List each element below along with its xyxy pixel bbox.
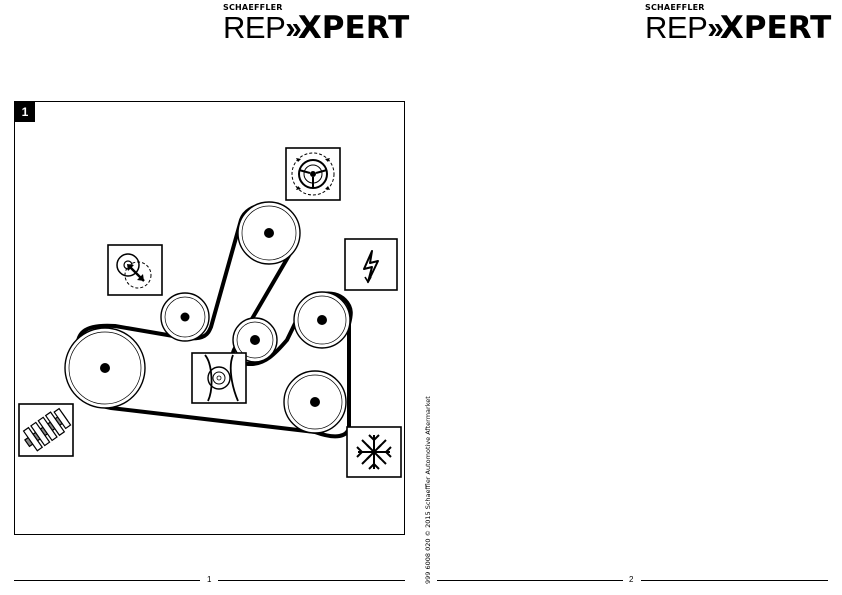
schaeffler-repxpert-logo-left: SCHAEFFLER REP››XPERT bbox=[223, 3, 409, 47]
steering-wheel-icon bbox=[285, 147, 341, 201]
footer-page-1: 1 bbox=[14, 575, 405, 585]
schaeffler-repxpert-logo-right: SCHAEFFLER REP››XPERT bbox=[645, 3, 831, 47]
logo-brand: SCHAEFFLER bbox=[223, 3, 283, 12]
lightning-bolt-icon bbox=[344, 238, 398, 291]
belt-drive-diagram bbox=[18, 147, 402, 478]
ac-compressor-pulley bbox=[283, 370, 347, 434]
footer-page-2: 2 bbox=[437, 575, 828, 585]
logo-xpert: XPERT bbox=[719, 10, 832, 46]
logo-chevron-icon: ›› bbox=[285, 10, 302, 45]
logo-brand: SCHAEFFLER bbox=[645, 3, 705, 12]
footer-rule-left bbox=[14, 580, 200, 581]
logo-rep: REP bbox=[223, 10, 286, 45]
footer-rule-right bbox=[641, 580, 828, 581]
tensioner-adjust-icon bbox=[107, 244, 163, 296]
page-number: 1 bbox=[207, 575, 212, 584]
snowflake-icon bbox=[346, 426, 402, 478]
power-steering-pulley bbox=[237, 201, 301, 265]
alternator-pulley bbox=[293, 291, 351, 349]
logo-chevron-icon: ›› bbox=[707, 10, 724, 45]
figure-number-badge: 1 bbox=[15, 102, 35, 122]
crankshaft-pulley bbox=[64, 327, 146, 409]
page-number: 2 bbox=[629, 575, 634, 584]
footer-rule-right bbox=[218, 580, 405, 581]
idler-pulley-left bbox=[160, 292, 210, 342]
logo-wordmark: REP››XPERT bbox=[645, 12, 831, 44]
belt-drive-figure: 1 bbox=[14, 101, 405, 535]
logo-rep: REP bbox=[645, 10, 708, 45]
footer-rule-left bbox=[437, 580, 623, 581]
idler-pulley-icon bbox=[191, 352, 247, 404]
crankshaft-icon bbox=[18, 403, 74, 457]
copyright-imprint: 999 6008 020 © 2015 Schaeffler Automotiv… bbox=[424, 396, 432, 584]
logo-xpert: XPERT bbox=[297, 10, 410, 46]
logo-wordmark: REP››XPERT bbox=[223, 12, 409, 44]
drive-belt bbox=[75, 202, 353, 439]
tensioner-pulley bbox=[232, 317, 278, 363]
